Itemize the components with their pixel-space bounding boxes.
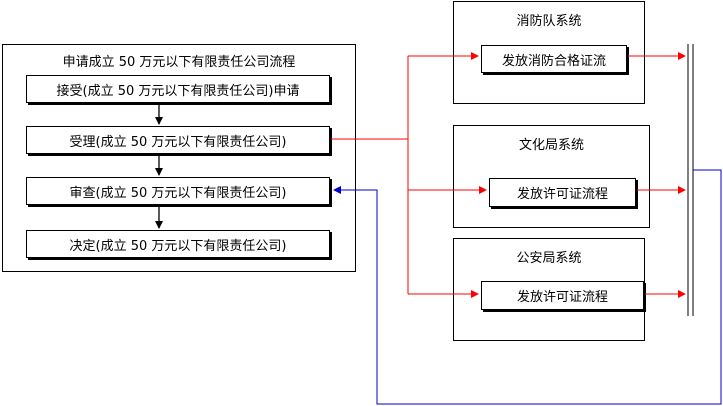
public-security-system-title: 公安局系统: [516, 251, 582, 266]
fire-brigade-system-title: 消防队系统: [516, 14, 582, 29]
main-process-title: 申请成立 50 万元以下有限责任公司流程: [62, 55, 296, 70]
culture-permit-process-label: 发放许可证流程: [516, 187, 608, 202]
step-receive-label: 接受(成立 50 万元以下有限责任公司)申请: [56, 83, 300, 99]
collector-bar: [687, 44, 694, 316]
return-connector: [333, 169, 722, 405]
culture-bureau-system-title: 文化局系统: [518, 138, 584, 153]
step-accept-label: 受理(成立 50 万元以下有限责任公司): [69, 134, 287, 150]
step-review-label: 审查(成立 50 万元以下有限责任公司): [69, 185, 287, 201]
step-decide-label: 决定(成立 50 万元以下有限责任公司): [69, 238, 287, 254]
fire-certificate-process-label: 发放消防合格证流: [501, 53, 606, 69]
step-receive-application[interactable]: 接受(成立 50 万元以下有限责任公司)申请: [26, 75, 330, 103]
culture-bureau-system: 文化局系统: [453, 125, 650, 228]
step-accept[interactable]: 受理(成立 50 万元以下有限责任公司): [26, 126, 330, 154]
culture-permit-process[interactable]: 发放许可证流程: [489, 178, 636, 207]
step-decide[interactable]: 决定(成立 50 万元以下有限责任公司): [26, 230, 330, 258]
step-review[interactable]: 审查(成立 50 万元以下有限责任公司): [26, 177, 330, 205]
police-permit-process[interactable]: 发放许可证流程: [481, 281, 644, 310]
police-permit-process-label: 发放许可证流程: [516, 290, 608, 305]
outgoing-connectors: [331, 52, 686, 298]
fire-certificate-process[interactable]: 发放消防合格证流: [481, 45, 627, 73]
